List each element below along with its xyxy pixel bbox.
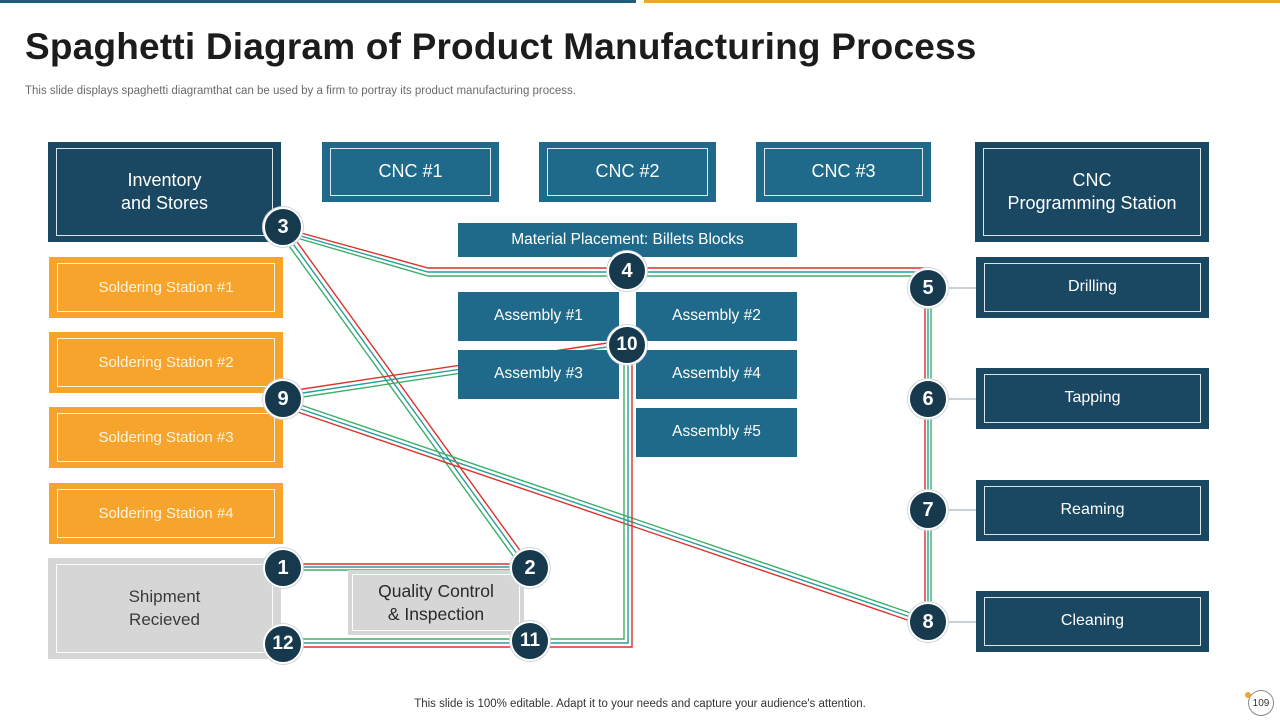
- node-2: 2: [510, 548, 550, 588]
- page-title: Spaghetti Diagram of Product Manufacturi…: [25, 26, 977, 67]
- node-7: 7: [908, 490, 948, 530]
- reaming-label: Reaming: [1060, 501, 1125, 519]
- node-4: 4: [607, 251, 647, 291]
- soldering-station-1-box: Soldering Station #1: [49, 257, 283, 318]
- node-1: 1: [263, 548, 303, 588]
- soldering-station-2-box: Soldering Station #2: [49, 332, 283, 393]
- cnc-programming-box: CNC Programming Station: [975, 142, 1209, 242]
- soldering-station-4-box: Soldering Station #4: [49, 483, 283, 544]
- path-3-2-teal: [282, 229, 529, 570]
- top-accent-bar-right: [644, 0, 1280, 3]
- cnc1-box: CNC #1: [322, 142, 499, 202]
- assembly3-box: Assembly #3: [458, 350, 619, 399]
- soldering-station-4-label: Soldering Station #4: [98, 504, 234, 522]
- inventory-stores-label: Inventory and Stores: [120, 169, 209, 213]
- tapping-label: Tapping: [1064, 389, 1121, 407]
- assembly3-label: Assembly #3: [494, 365, 583, 383]
- material-placement-label: Material Placement: Billets Blocks: [511, 230, 744, 248]
- tapping-box: Tapping: [976, 368, 1209, 429]
- node-8: 8: [908, 602, 948, 642]
- node-9: 9: [263, 379, 303, 419]
- page-number: 109: [1248, 690, 1274, 716]
- assembly4-label: Assembly #4: [672, 365, 761, 383]
- cnc-programming-label: CNC Programming Station: [1007, 169, 1177, 213]
- inventory-stores-box: Inventory and Stores: [48, 142, 281, 242]
- quality-control-box: Quality Control & Inspection: [348, 570, 524, 635]
- cnc1-label: CNC #1: [378, 161, 443, 182]
- assembly4-box: Assembly #4: [636, 350, 797, 399]
- node-10: 10: [607, 325, 647, 365]
- assembly5-label: Assembly #5: [672, 423, 761, 441]
- node-11: 11: [510, 621, 550, 661]
- quality-control-label: Quality Control & Inspection: [378, 580, 494, 624]
- reaming-box: Reaming: [976, 480, 1209, 541]
- assembly2-box: Assembly #2: [636, 292, 797, 341]
- assembly1-box: Assembly #1: [458, 292, 619, 341]
- shipment-received-box: Shipment Recieved: [48, 558, 281, 659]
- cnc2-label: CNC #2: [595, 161, 660, 182]
- cnc3-label: CNC #3: [811, 161, 876, 182]
- assembly2-label: Assembly #2: [672, 307, 761, 325]
- node-5: 5: [908, 268, 948, 308]
- soldering-station-3-box: Soldering Station #3: [49, 407, 283, 468]
- cnc2-box: CNC #2: [539, 142, 716, 202]
- node-6: 6: [908, 379, 948, 419]
- cleaning-label: Cleaning: [1060, 612, 1125, 630]
- assembly5-box: Assembly #5: [636, 408, 797, 457]
- soldering-station-2-label: Soldering Station #2: [98, 353, 234, 371]
- cnc3-box: CNC #3: [756, 142, 931, 202]
- assembly1-label: Assembly #1: [494, 307, 583, 325]
- drilling-label: Drilling: [1068, 278, 1117, 296]
- soldering-station-3-label: Soldering Station #3: [98, 428, 234, 446]
- shipment-received-label: Shipment Recieved: [128, 587, 201, 629]
- cleaning-box: Cleaning: [976, 591, 1209, 652]
- drilling-box: Drilling: [976, 257, 1209, 318]
- node-12: 12: [263, 624, 303, 664]
- footer-note: This slide is 100% editable. Adapt it to…: [414, 698, 866, 710]
- top-accent-bar-left: [0, 0, 636, 3]
- soldering-station-1-label: Soldering Station #1: [98, 278, 234, 296]
- page-subtitle: This slide displays spaghetti diagramtha…: [25, 85, 576, 97]
- page-number-dot: [1245, 692, 1251, 698]
- node-3: 3: [263, 207, 303, 247]
- path-3-2-green: [278, 231, 525, 572]
